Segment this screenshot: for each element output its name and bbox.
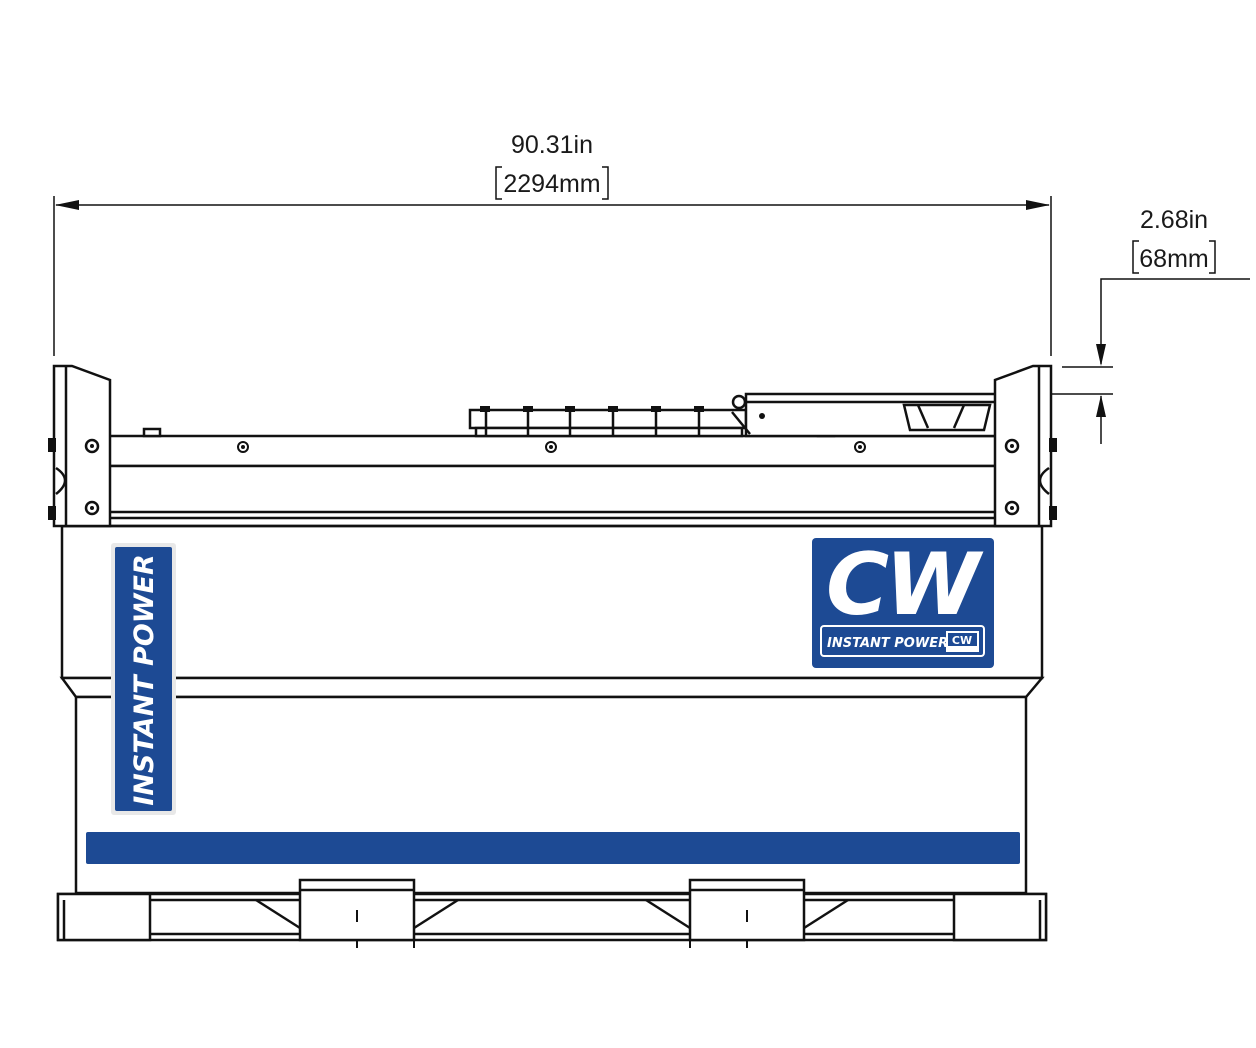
width-metric-bracket-right — [602, 166, 609, 200]
bracket-bolt — [84, 500, 100, 516]
cw-logo: CW INSTANT POWER CW — [812, 535, 994, 668]
side-decal-text: INSTANT POWER — [129, 554, 160, 805]
frame-bolt — [854, 441, 866, 453]
top-frame — [106, 427, 998, 520]
right-end-bracket — [993, 364, 1057, 528]
bracket-bolt — [84, 438, 100, 454]
bracket-bolt — [1004, 438, 1020, 454]
width-arrow-right — [1026, 200, 1050, 210]
offset-imperial-label: 2.68in — [1140, 206, 1208, 234]
width-arrow-left — [55, 200, 79, 210]
fork-pocket-right — [645, 878, 849, 948]
base-skid — [56, 878, 1048, 948]
raised-lid — [731, 392, 998, 438]
fittings-row — [468, 406, 748, 438]
side-decal: INSTANT POWER — [111, 543, 176, 815]
width-metric-label: 2294mm — [503, 170, 600, 198]
width-imperial-label: 90.31in — [511, 131, 593, 159]
fork-pocket-left — [255, 878, 459, 948]
frame-bolt — [237, 441, 249, 453]
offset-metric-bracket-right — [1209, 240, 1216, 274]
left-end-bracket — [48, 364, 112, 528]
blue-stripe — [86, 832, 1020, 864]
cw-logo-mark: CW — [826, 535, 984, 635]
rail-offset-dimension: 2.68in 68mm — [1032, 206, 1250, 444]
bracket-bolt — [1004, 500, 1020, 516]
width-dimension: 90.31in 2294mm — [53, 131, 1052, 356]
offset-metric-bracket-left — [1132, 240, 1139, 274]
cw-mini-badge-mark: CW — [952, 634, 972, 647]
cw-logo-tagline: INSTANT POWER — [827, 636, 948, 651]
offset-metric-label: 68mm — [1139, 245, 1208, 273]
frame-bolt — [545, 441, 557, 453]
width-metric-bracket-left — [495, 166, 502, 200]
